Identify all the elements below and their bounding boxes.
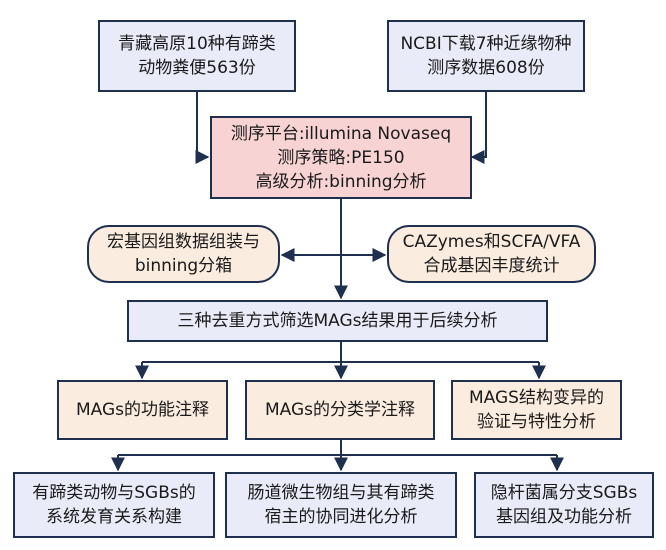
advanced-analysis: 高级分析:binning分析 [255, 171, 427, 192]
sequencing-strategy: 测序策略:PE150 [277, 147, 405, 168]
arrow-ncbi-to-sequencing [470, 92, 487, 164]
branch-level-3 [142, 342, 539, 363]
arrow-samples-to-sequencing [195, 92, 210, 164]
bacteroides-box: 隐杆菌属分支SGBs 基因组及功能分析 [474, 472, 654, 538]
assembly-binning-line-2: binning分箱 [134, 256, 233, 276]
ncbi-download-box: NCBI下载7种近缘物种 测序数据608份 [387, 20, 585, 92]
cazymes-line-1: CAZymes和SCFA/VFA [402, 232, 581, 252]
ncbi-download-line-1: NCBI下载7种近缘物种 [400, 34, 572, 54]
coevolution-box: 肠道微生物组与其有蹄类 宿主的协同进化分析 [225, 472, 457, 538]
bacteroides-line-1: 隐杆菌属分支SGBs [490, 483, 638, 503]
assembly-binning-box: 宏基因组数据组装与 binning分箱 [87, 225, 280, 283]
structural-variation-line-1: MAGS结构变异的 [469, 388, 604, 408]
phylogeny-box: 有蹄类动物与SGBs的 系统发育关系构建 [13, 472, 215, 538]
structural-variation-line-2: 验证与特性分析 [477, 412, 596, 432]
branch-level-4 [118, 440, 557, 456]
dereplication-label: 三种去重方式筛选MAGs结果用于后续分析 [177, 311, 498, 331]
sample-collection-line-2: 动物粪便563份 [138, 58, 256, 78]
dereplication-box: 三种去重方式筛选MAGs结果用于后续分析 [127, 300, 548, 342]
sample-collection-line-1: 青藏高原10种有蹄类 [118, 34, 276, 54]
taxonomy-annotation-label: MAGs的分类学注释 [264, 400, 416, 420]
function-annotation-label: MAGs的功能注释 [75, 400, 210, 420]
cazymes-box: CAZymes和SCFA/VFA 合成基因丰度统计 [387, 225, 596, 283]
phylogeny-line-1: 有蹄类动物与SGBs的 [32, 483, 196, 503]
coevolution-line-2: 宿主的协同进化分析 [264, 507, 418, 527]
sequencing-box: 测序平台:illumina Novaseq 测序策略:PE150 高级分析:bi… [210, 116, 472, 199]
taxonomy-annotation-box: MAGs的分类学注释 [245, 380, 435, 440]
sample-collection-box: 青藏高原10种有蹄类 动物粪便563份 [98, 20, 296, 92]
cazymes-line-2: 合成基因丰度统计 [423, 256, 560, 276]
coevolution-line-1: 肠道微生物组与其有蹄类 [247, 483, 435, 503]
phylogeny-line-2: 系统发育关系构建 [46, 507, 182, 527]
function-annotation-box: MAGs的功能注释 [57, 380, 228, 440]
ncbi-download-line-2: 测序数据608份 [427, 58, 545, 78]
assembly-binning-line-1: 宏基因组数据组装与 [107, 232, 260, 252]
structural-variation-box: MAGS结构变异的 验证与特性分析 [451, 380, 622, 440]
sequencing-platform: 测序平台:illumina Novaseq [230, 123, 452, 144]
bacteroides-line-2: 基因组及功能分析 [496, 507, 632, 527]
